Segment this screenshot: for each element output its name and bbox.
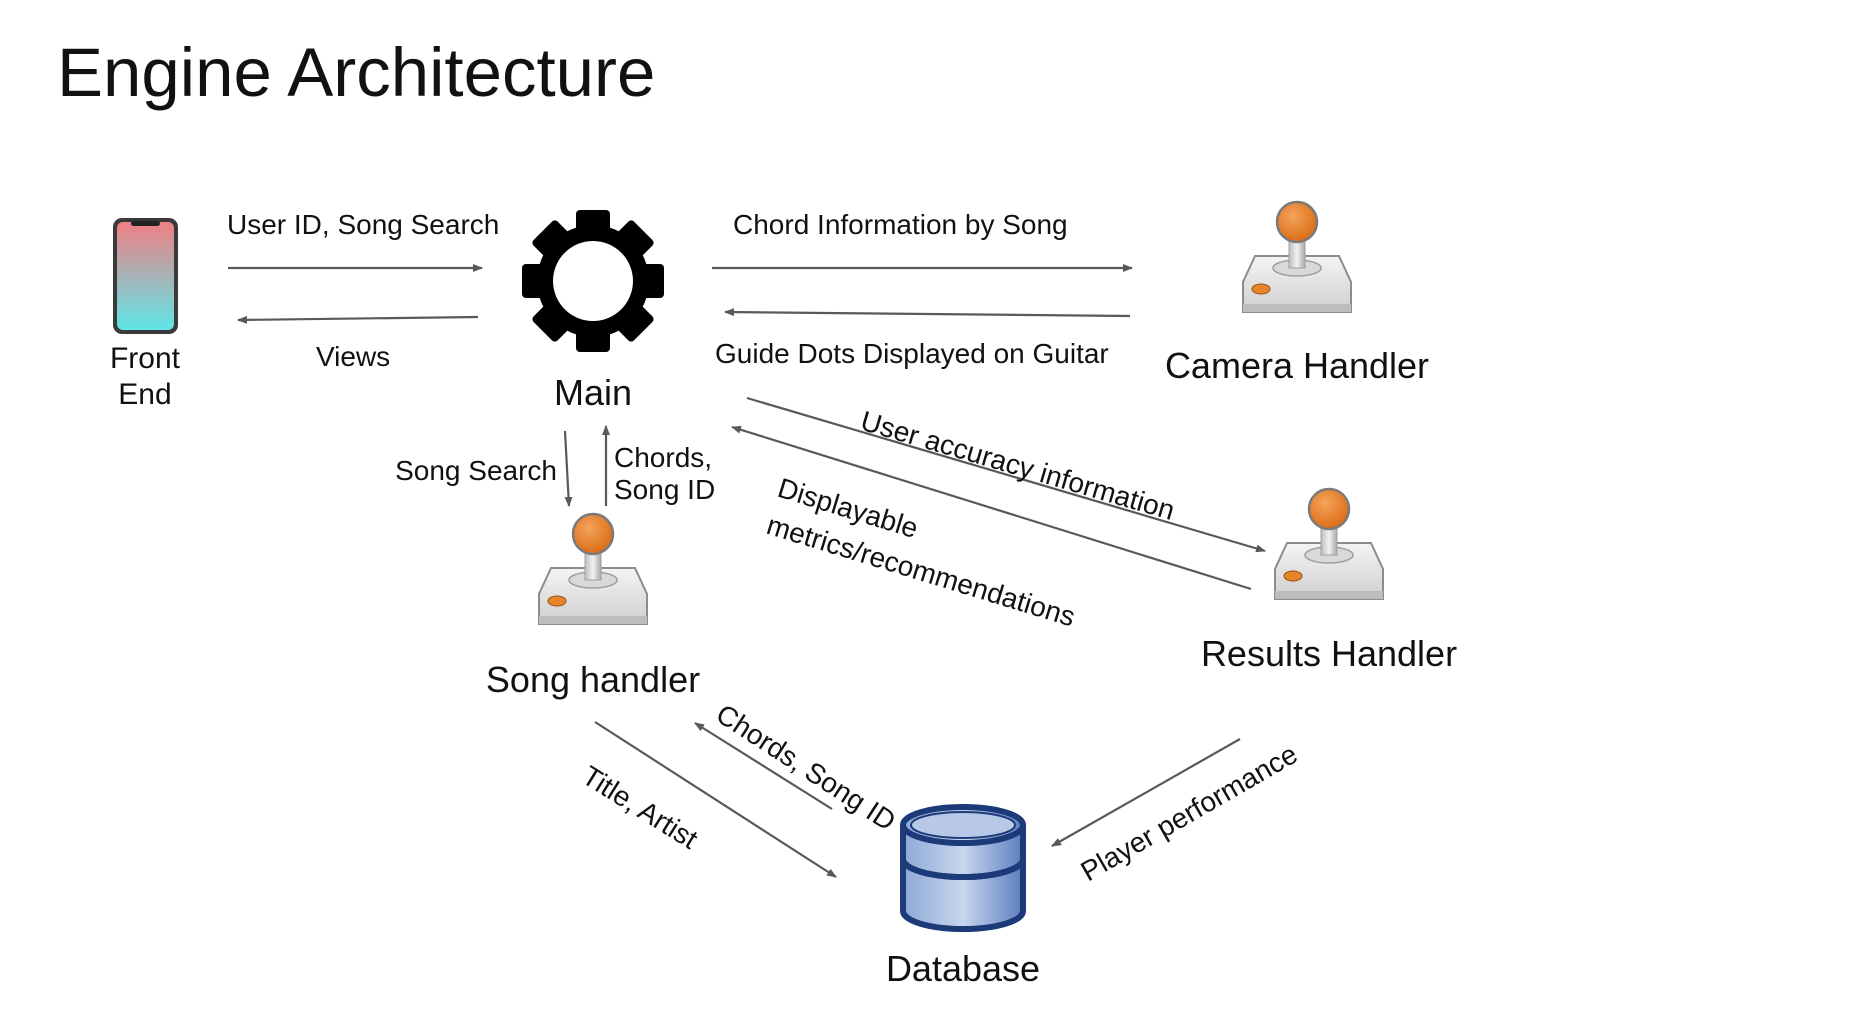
arrow-results-to-database	[1051, 738, 1241, 847]
database-icon	[899, 804, 1027, 932]
song-handler-node: Song handler	[486, 512, 700, 700]
edge-label-camera-to-main: Guide Dots Displayed on Guitar	[715, 338, 1109, 369]
edge-label-song-to-database: Title, Artist	[577, 760, 704, 855]
edge-main-to-song: Song Search	[395, 430, 573, 507]
front-end-label-line2: End	[118, 378, 171, 411]
arrow-results-to-main	[731, 425, 1252, 591]
smartphone-icon	[113, 218, 178, 334]
edge-label-main-to-frontend: Views	[316, 341, 390, 372]
edge-results-to-database: Player performance	[1051, 738, 1303, 887]
song-handler-label: Song handler	[486, 659, 700, 700]
camera-handler-label: Camera Handler	[1165, 345, 1429, 386]
results-handler-node: Results Handler	[1201, 487, 1457, 674]
gear-icon	[522, 210, 664, 352]
edge-label-main-to-camera: Chord Information by Song	[733, 209, 1068, 240]
edge-database-to-song: Chords, Song ID	[694, 698, 901, 837]
edge-camera-to-main: Guide Dots Displayed on Guitar	[715, 308, 1131, 369]
main-label: Main	[554, 372, 632, 413]
results-handler-label: Results Handler	[1201, 633, 1457, 674]
main-node: Main	[522, 210, 664, 413]
edge-main-to-frontend: Views	[237, 315, 479, 372]
arrow-camera-to-main	[724, 308, 1131, 318]
joystick-icon	[1274, 487, 1384, 600]
edge-song-to-main: Chords, Song ID	[602, 425, 715, 506]
arrow-main-to-song	[563, 430, 573, 507]
arrow-main-to-frontend	[237, 315, 479, 324]
front-end-label-line1: Front	[110, 342, 181, 375]
database-label: Database	[886, 948, 1040, 989]
edge-label-song-to-main-line1: Chords,	[614, 442, 712, 473]
arrow-main-to-results	[746, 396, 1266, 553]
joystick-icon	[1242, 200, 1352, 313]
joystick-icon	[538, 512, 648, 625]
page-title: Engine Architecture	[57, 34, 655, 111]
arrow-song-to-database	[594, 721, 837, 878]
front-end-node: Front End	[110, 218, 181, 411]
edge-label-main-to-song: Song Search	[395, 455, 557, 486]
edge-label-main-to-results: User accuracy information	[857, 405, 1178, 526]
edge-main-to-camera: Chord Information by Song	[712, 209, 1133, 272]
edge-label-results-to-main-line2: metrics/recommendations	[763, 509, 1079, 632]
arrow-database-to-song	[694, 722, 833, 810]
edge-frontend-to-main: User ID, Song Search	[227, 209, 499, 272]
edge-label-song-to-main-line2: Song ID	[614, 474, 715, 505]
edge-label-frontend-to-main: User ID, Song Search	[227, 209, 499, 240]
database-node: Database	[886, 804, 1040, 989]
camera-handler-node: Camera Handler	[1165, 200, 1429, 386]
